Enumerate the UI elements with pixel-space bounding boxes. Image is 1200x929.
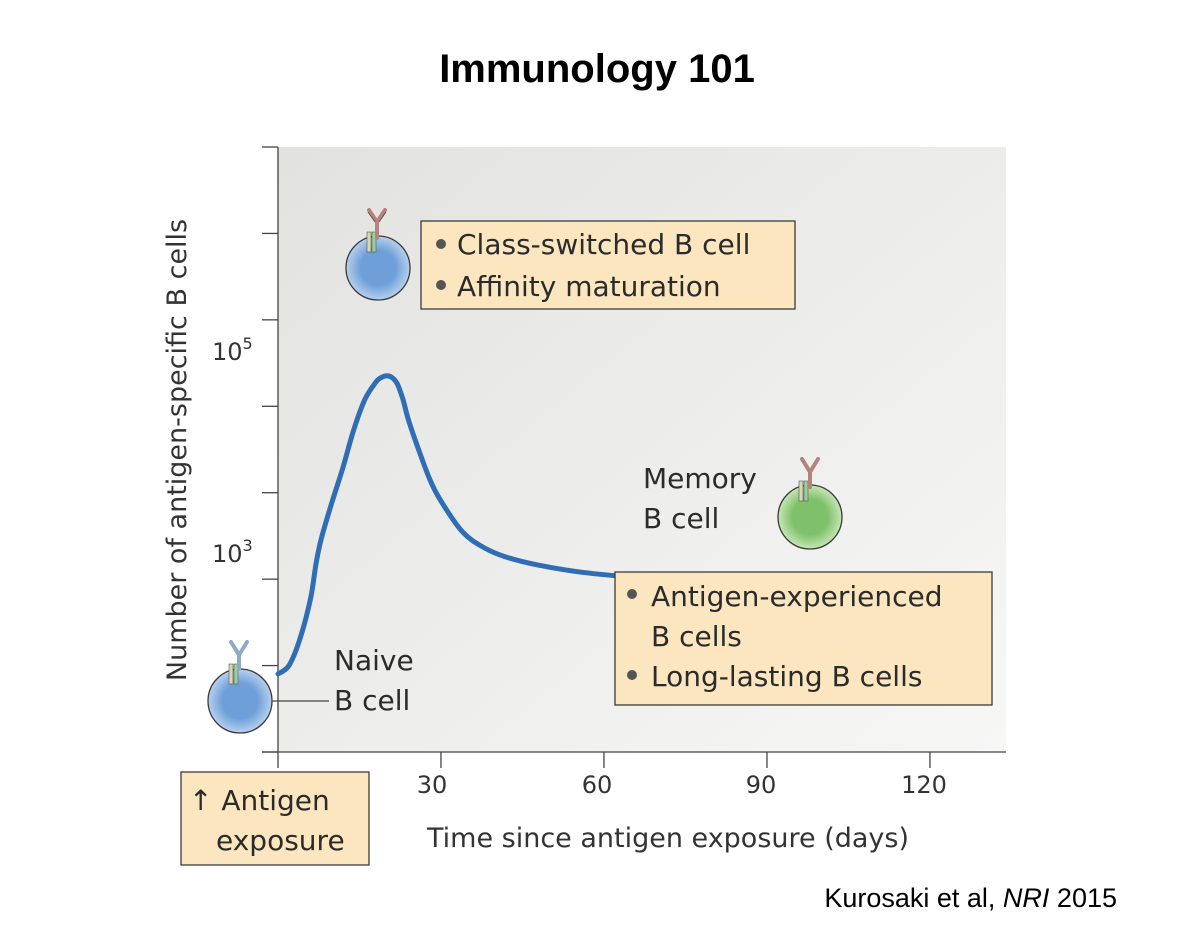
peak-annotation-box: Class-switched B cell Affinity maturatio…: [420, 220, 796, 310]
x-tick-label-60: 60: [582, 771, 613, 799]
class-switched-b-cell-icon: [345, 208, 411, 301]
bullet-icon: [436, 280, 446, 290]
bullet-icon: [627, 589, 637, 599]
x-tick-label-90: 90: [746, 771, 777, 799]
slide-title: Immunology 101: [439, 47, 755, 91]
citation: Kurosaki et al, NRI 2015: [824, 883, 1117, 913]
memory-bullet-1-line2: B cells: [651, 620, 742, 653]
peak-bullet-1: Class-switched B cell: [457, 228, 750, 261]
exposure-label-line2: exposure: [216, 824, 345, 857]
y-tick-label-1e3: 103: [212, 536, 253, 568]
memory-b-cell-icon: [777, 457, 843, 550]
y-ticks: [262, 146, 278, 753]
x-ticks: [277, 752, 931, 768]
bullet-icon: [627, 670, 637, 680]
naive-b-cell-icon: [207, 640, 273, 734]
antigen-exposure-box: ↑ Antigen exposure: [180, 771, 370, 866]
memory-bullet-1-line1: Antigen-experienced: [651, 580, 942, 613]
bullet-icon: [436, 239, 446, 249]
x-tick-label-30: 30: [417, 771, 448, 799]
memory-annotation-box: Antigen-experienced B cells Long-lasting…: [614, 571, 993, 706]
peak-bullet-2: Affinity maturation: [457, 270, 721, 303]
y-axis-label: Number of antigen-specific B cells: [162, 219, 193, 681]
exposure-label-line1: ↑ Antigen: [189, 784, 330, 817]
memory-label-line1: Memory: [643, 462, 757, 495]
memory-bullet-2: Long-lasting B cells: [651, 660, 922, 693]
x-axis-label: Time since antigen exposure (days): [426, 823, 909, 854]
y-tick-label-1e5: 105: [212, 334, 253, 366]
naive-label-line1: Naive: [334, 644, 414, 677]
naive-label-line2: B cell: [334, 684, 410, 717]
memory-label-line2: B cell: [643, 502, 719, 535]
x-tick-label-120: 120: [901, 771, 947, 799]
